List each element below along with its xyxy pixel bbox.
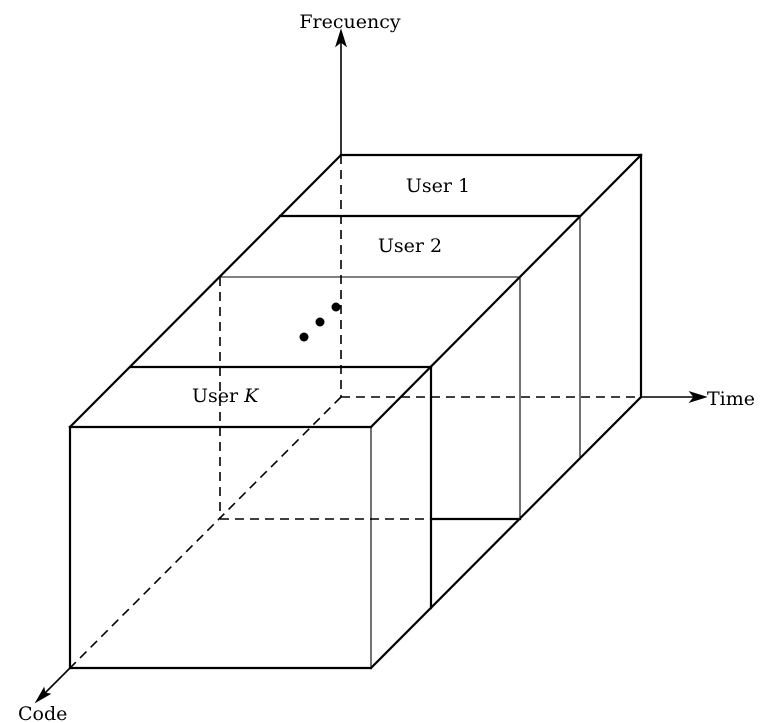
code-axis-label: Code bbox=[18, 703, 67, 723]
frequency-axis: Frecuency bbox=[299, 11, 401, 155]
code-axis-hidden-line bbox=[69, 396, 342, 669]
user-k-variable: K bbox=[243, 385, 260, 407]
code-axis: Code bbox=[18, 396, 342, 723]
hidden-edges bbox=[219, 155, 641, 520]
slab-outline bbox=[68, 153, 643, 670]
time-axis-label: Time bbox=[707, 388, 755, 410]
user-k-label: User K bbox=[192, 385, 260, 407]
time-axis: Time bbox=[641, 388, 755, 410]
code-arrow-icon bbox=[34, 686, 52, 704]
user-2-label: User 2 bbox=[378, 235, 442, 257]
time-arrow-icon bbox=[688, 391, 708, 403]
ellipsis-dots bbox=[299, 302, 341, 342]
frequency-arrow-icon bbox=[335, 28, 347, 48]
user-k-prefix: User bbox=[192, 385, 244, 407]
user-1-label: User 1 bbox=[406, 175, 470, 197]
frequency-axis-label: Frecuency bbox=[299, 11, 401, 33]
